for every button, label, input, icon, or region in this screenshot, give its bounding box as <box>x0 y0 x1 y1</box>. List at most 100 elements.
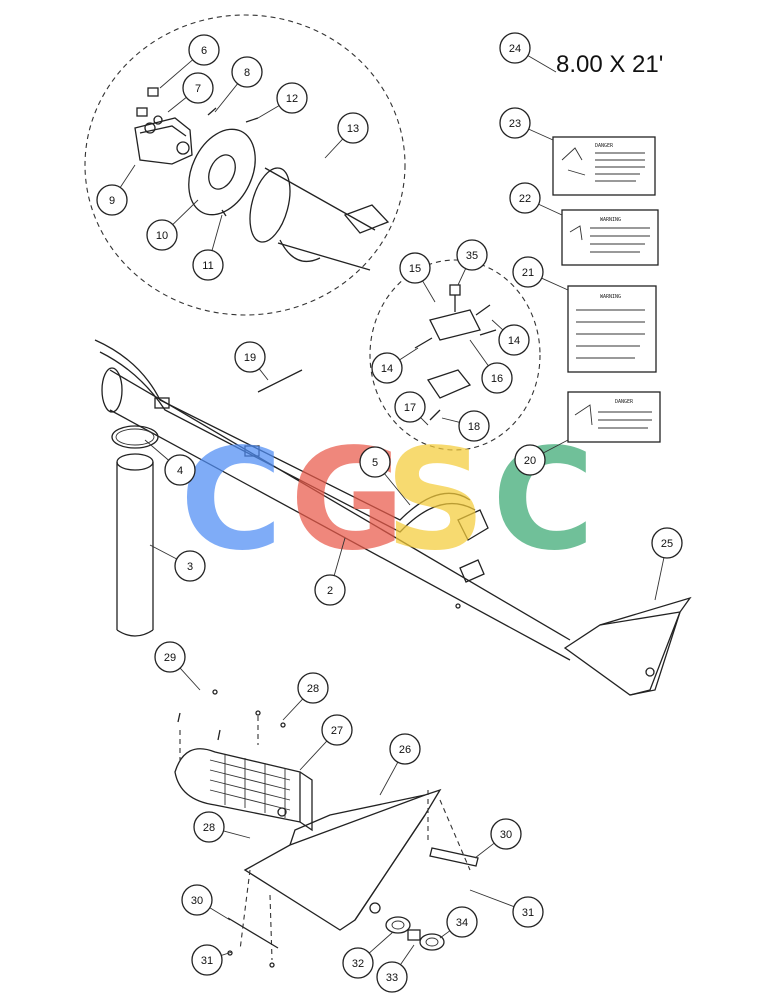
callout-leader <box>149 544 177 560</box>
callout-circle <box>342 947 374 979</box>
callout-circle <box>276 82 308 114</box>
callout-number: 13 <box>347 123 359 135</box>
callout-leader <box>167 97 187 113</box>
callout-leader <box>422 280 436 303</box>
callout-circle <box>371 352 403 384</box>
callout: 24 <box>499 32 557 73</box>
callout: 7 <box>167 72 214 113</box>
callout-leader <box>223 830 251 839</box>
callout-number: 28 <box>203 822 215 834</box>
callout-leader <box>469 889 515 908</box>
callout-leader <box>179 667 201 691</box>
callout-leader <box>441 417 460 423</box>
watermark-letter: C <box>492 419 595 582</box>
callout: 19 <box>234 341 269 381</box>
motor-assembly <box>134 87 390 271</box>
hopper-25 <box>563 596 692 696</box>
callout-leader <box>439 930 451 939</box>
callout-circle <box>146 219 178 251</box>
callout-circle <box>96 184 128 216</box>
callout-number: 15 <box>409 263 421 275</box>
callout-number: 20 <box>524 455 536 467</box>
callout: 3 <box>149 544 206 582</box>
callout-circle <box>394 391 426 423</box>
callout-leader <box>538 203 563 216</box>
callout: 9 <box>96 164 136 216</box>
callout-number: 9 <box>109 195 115 207</box>
lower-tube <box>116 453 154 637</box>
callout-number: 7 <box>195 83 201 95</box>
callout: 31 <box>469 889 544 928</box>
callout-leader <box>491 319 504 331</box>
decal-23: DANGER <box>552 136 656 196</box>
callout-number: 17 <box>404 402 416 414</box>
callout-circle <box>174 550 206 582</box>
callout-number: 31 <box>522 907 534 919</box>
callout-number: 5 <box>372 457 378 469</box>
rod-19 <box>257 369 303 393</box>
detail-circle-valve <box>369 259 541 451</box>
callout-circle <box>512 896 544 928</box>
callout-leader <box>528 128 554 141</box>
callout: 15 <box>399 252 436 303</box>
callout: 30 <box>181 884 231 921</box>
callout-number: 19 <box>244 352 256 364</box>
callout-circle <box>399 252 431 284</box>
callout-number: 11 <box>202 260 213 272</box>
valve-assembly <box>414 284 497 421</box>
callout: 25 <box>651 527 683 601</box>
callout: 27 <box>299 714 353 771</box>
callout-leader <box>299 740 328 771</box>
callout-leader <box>469 339 489 367</box>
callout: 20 <box>514 439 569 476</box>
callout: 22 <box>509 182 563 216</box>
callout-circle <box>498 324 530 356</box>
callout-number: 4 <box>177 465 183 477</box>
callout-circle <box>154 641 186 673</box>
callout-number: 6 <box>201 45 207 57</box>
callout-circle <box>359 446 391 478</box>
callout-circle <box>188 34 220 66</box>
callout-leader <box>654 557 665 601</box>
callout: 29 <box>154 641 201 691</box>
callout-number: 21 <box>522 267 534 279</box>
callout-leader <box>282 698 304 721</box>
callout: 14 <box>491 319 530 356</box>
callout-circle <box>193 811 225 843</box>
callout: 23 <box>499 107 554 141</box>
callout: 6 <box>159 34 220 89</box>
svg-text:WARNING: WARNING <box>600 217 621 223</box>
decal-21: WARNING <box>567 285 657 373</box>
callout-number: 25 <box>661 538 673 550</box>
callout-leader <box>543 439 569 454</box>
callout-number: 33 <box>386 972 398 984</box>
callout-number: 32 <box>352 958 364 970</box>
callout: 12 <box>257 82 308 119</box>
callout: 13 <box>324 112 369 159</box>
callout: 5 <box>359 446 411 506</box>
callout-circle <box>182 72 214 104</box>
callouts: 2345678910111213141415161718192021222324… <box>96 32 683 993</box>
callout: 10 <box>146 199 199 251</box>
callout-number: 14 <box>508 335 520 347</box>
callout: 11 <box>192 214 224 281</box>
callout-circle <box>314 574 346 606</box>
callout-leader <box>399 347 419 361</box>
callout-number: 24 <box>509 43 521 55</box>
lower-assembly <box>174 689 479 968</box>
callout-number: 34 <box>456 917 468 929</box>
callout-leader <box>368 931 394 954</box>
callout-number: 2 <box>327 585 333 597</box>
callout-leader <box>221 951 233 956</box>
callout-circle <box>512 256 544 288</box>
callout-circle <box>234 341 266 373</box>
callout: 28 <box>282 672 329 721</box>
detail-circle-motor <box>84 14 406 316</box>
callout-circle <box>458 410 490 442</box>
callout: 35 <box>456 239 488 286</box>
callout: 21 <box>512 256 569 291</box>
callout-number: 3 <box>187 561 193 573</box>
seal-ring <box>111 425 159 449</box>
title-label: 8.00 X 21' <box>556 51 663 78</box>
